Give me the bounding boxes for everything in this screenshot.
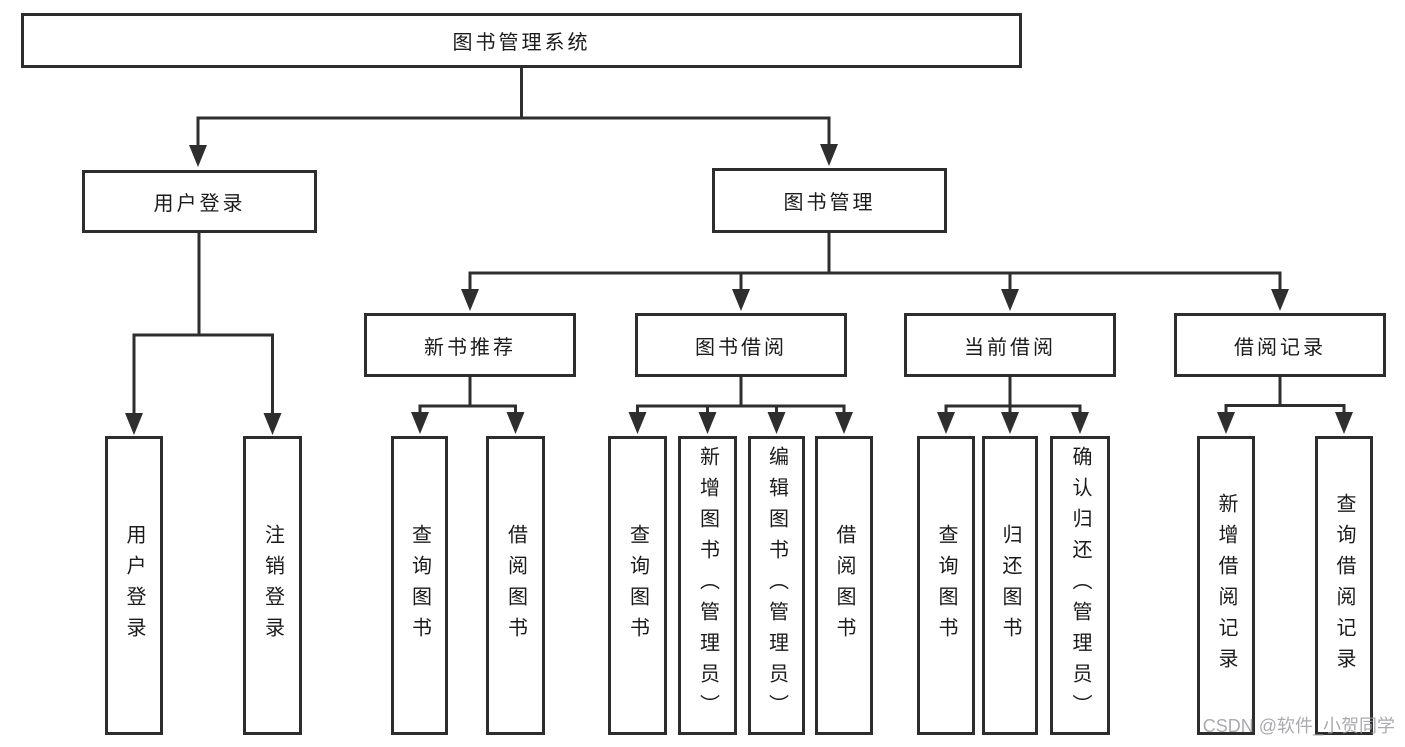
node-borrow-records: 借阅记录	[1174, 313, 1386, 377]
node-label: 查询借阅记录	[1333, 492, 1355, 679]
node-book-borrow: 图书借阅	[635, 313, 847, 377]
node-label: 借阅记录	[1234, 336, 1326, 359]
node-label: 当前借阅	[964, 336, 1056, 359]
node-add-borrow-record: 新增借阅记录	[1197, 436, 1255, 735]
node-query-books-under-borrow: 查询图书	[608, 436, 667, 735]
node-label: 注销登录	[261, 523, 284, 648]
node-root: 图书管理系统	[21, 13, 1022, 68]
connector-book-borrow-children	[628, 377, 853, 434]
node-label: 图书管理	[783, 192, 876, 214]
node-confirm-return-admin: 确认归还（管理员）	[1050, 436, 1110, 735]
node-label: 确认归还（管理员）	[1069, 446, 1091, 725]
node-user-login: 用户登录	[82, 170, 317, 233]
node-query-books-under-current: 查询图书	[917, 436, 975, 735]
node-label: 查询图书	[626, 523, 649, 648]
node-borrow-books-under-recommend: 借阅图书	[486, 436, 545, 735]
node-query-books-under-recommend: 查询图书	[391, 436, 448, 735]
node-label: 新增借阅记录	[1215, 492, 1237, 679]
node-user-login-leaf: 用户登录	[105, 436, 163, 735]
connector-root-to-level2	[189, 68, 838, 167]
node-new-book-recommend: 新书推荐	[364, 313, 576, 377]
node-edit-books-admin: 编辑图书（管理员）	[748, 436, 805, 735]
node-label: 查询图书	[408, 523, 431, 648]
node-label: 新增图书（管理员）	[696, 446, 719, 725]
connector-new-book-recommend-children	[411, 377, 525, 434]
node-current-borrow: 当前借阅	[904, 313, 1116, 377]
node-label: 图书管理系统	[452, 32, 591, 54]
node-label: 编辑图书（管理员）	[765, 446, 788, 725]
connector-book-management-to-level3	[461, 233, 1289, 311]
node-label: 新书推荐	[424, 336, 516, 359]
node-label: 归还图书	[999, 523, 1021, 648]
connector-user-login-children	[125, 233, 282, 435]
connector-current-borrow-children	[937, 377, 1089, 434]
node-query-borrow-record: 查询借阅记录	[1315, 436, 1373, 735]
node-book-management: 图书管理	[712, 168, 947, 233]
node-borrow-books-under-borrow: 借阅图书	[815, 436, 873, 735]
node-label: 用户登录	[153, 193, 246, 215]
node-add-books-admin: 新增图书（管理员）	[678, 436, 737, 735]
node-label: 借阅图书	[833, 523, 855, 648]
node-label: 借阅图书	[504, 523, 527, 648]
node-logout-leaf: 注销登录	[243, 436, 302, 735]
node-label: 用户登录	[123, 523, 145, 648]
node-label: 图书借阅	[695, 336, 787, 359]
node-label: 查询图书	[935, 523, 957, 648]
node-return-books: 归还图书	[982, 436, 1038, 735]
connector-borrow-records-children	[1217, 377, 1353, 434]
